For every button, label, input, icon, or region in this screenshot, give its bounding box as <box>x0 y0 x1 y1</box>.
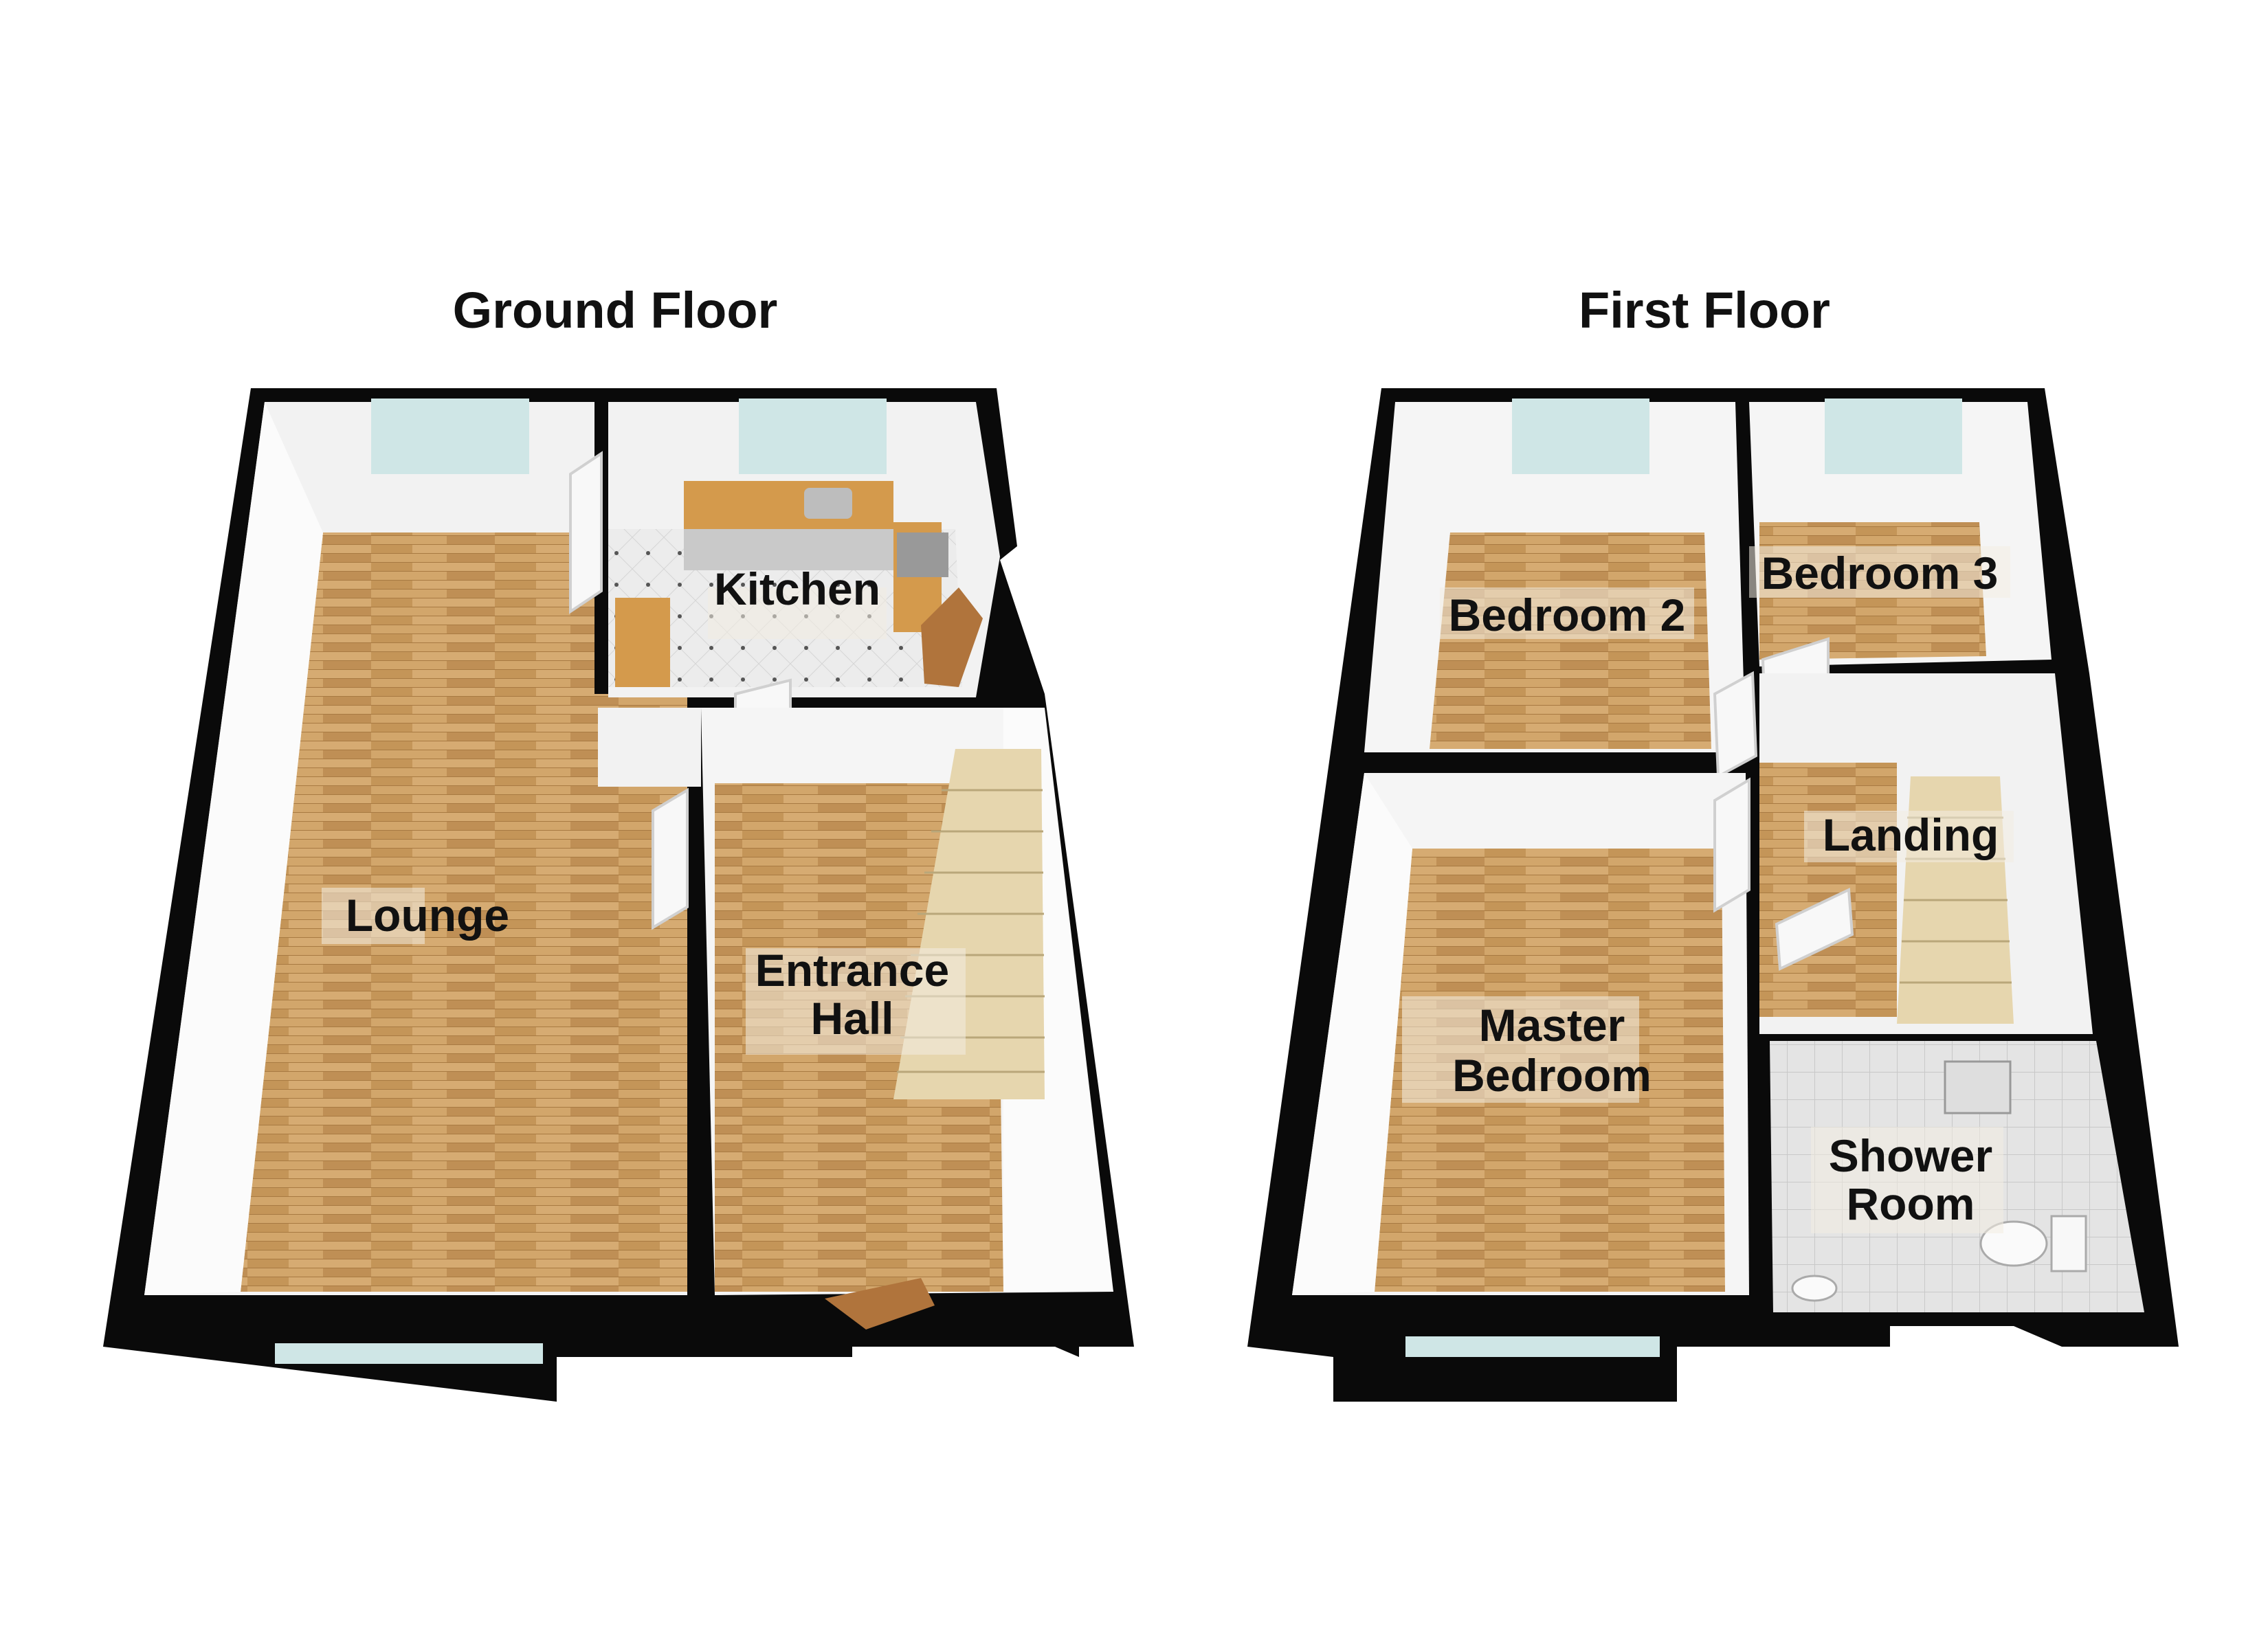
hall-lounge-door[interactable] <box>652 787 689 930</box>
landing: Landing <box>1759 673 2093 1034</box>
entrance-hall-label-line1: Entrance <box>755 945 949 996</box>
lounge-label: Lounge <box>346 890 509 941</box>
hob-icon <box>897 532 948 577</box>
lounge: Lounge <box>144 399 687 1364</box>
kitchen-label: Kitchen <box>714 563 880 614</box>
first-floor: First Floor Bedroom 2 Bedroom 3 <box>1247 282 2179 1402</box>
sink-icon <box>804 488 852 519</box>
bedroom-2-door[interactable] <box>1713 671 1758 779</box>
first-floor-title: First Floor <box>1579 282 1830 339</box>
bedroom-2: Bedroom 2 <box>1364 399 1758 779</box>
master-bedroom-door[interactable] <box>1713 777 1750 913</box>
basin-icon <box>1791 1275 1838 1302</box>
lounge-bay-window <box>275 1343 543 1364</box>
kitchen-worktop <box>684 481 893 529</box>
shower-room-door[interactable] <box>1775 887 1854 972</box>
master-bedroom: Master Bedroom <box>1292 773 1750 1357</box>
entrance-hall-label-line2: Hall <box>810 993 893 1044</box>
ground-floor: Ground Floor Lounge Kitchen <box>103 282 1134 1402</box>
landing-label: Landing <box>1823 809 1999 860</box>
lounge-window <box>371 399 529 474</box>
bedroom-3: Bedroom 3 <box>1749 399 2052 752</box>
shower-tray <box>1944 1060 2012 1114</box>
shower-room: Shower Room <box>1770 887 2144 1312</box>
bedroom-3-label: Bedroom 3 <box>1761 548 1999 598</box>
ground-floor-title: Ground Floor <box>453 282 778 339</box>
master-bedroom-label-line1: Master <box>1479 1000 1625 1051</box>
entrance-hall: Entrance Hall <box>598 708 1113 1330</box>
bedroom-2-label: Bedroom 2 <box>1449 590 1686 640</box>
shower-room-label-line1: Shower <box>1829 1130 1992 1181</box>
bedroom-3-window <box>1825 399 1962 474</box>
kitchen-window <box>739 399 887 474</box>
front-door[interactable] <box>825 1278 935 1330</box>
master-bedroom-window <box>1405 1336 1660 1357</box>
kitchen-back-door[interactable] <box>921 587 983 687</box>
shower-room-label-line2: Room <box>1847 1178 1975 1229</box>
toilet-cistern <box>2050 1215 2087 1272</box>
master-bedroom-label-line2: Bedroom <box>1452 1050 1652 1101</box>
lounge-kitchen-door[interactable] <box>569 451 603 614</box>
bedroom-2-window <box>1512 399 1649 474</box>
